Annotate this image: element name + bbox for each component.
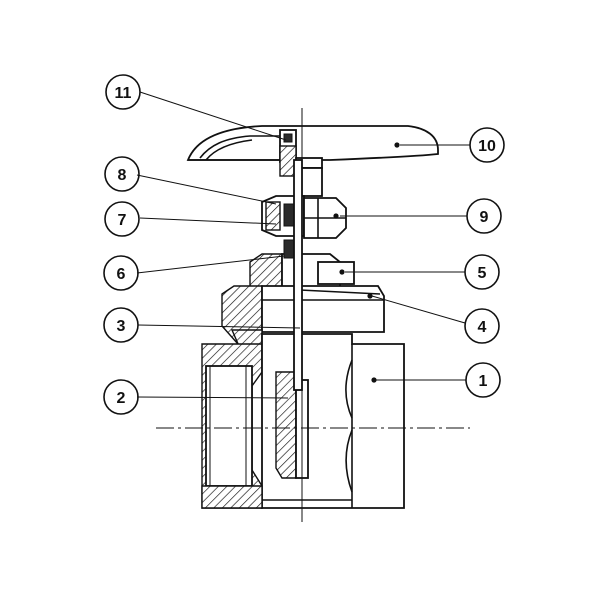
handwheel <box>186 125 439 161</box>
callout-label: 4 <box>478 319 487 336</box>
stem-top <box>279 129 323 197</box>
callout-10: 10 <box>469 127 505 163</box>
callout-3: 3 <box>103 307 139 343</box>
callout-8: 8 <box>104 156 140 192</box>
gland-nut <box>261 195 347 239</box>
callout-label: 8 <box>118 167 127 184</box>
callout-5: 5 <box>464 254 500 290</box>
body-upper <box>221 285 385 363</box>
callout-label: 2 <box>117 390 126 407</box>
callout-label: 5 <box>478 265 487 282</box>
stem <box>293 159 303 391</box>
callout-7: 7 <box>104 201 140 237</box>
gate-wedge <box>275 371 309 479</box>
leader-lines <box>136 91 470 399</box>
callout-1: 1 <box>465 362 501 398</box>
callout-9: 9 <box>466 198 502 234</box>
callout-4: 4 <box>464 308 500 344</box>
callout-label: 10 <box>478 138 496 155</box>
callout-11: 11 <box>105 74 141 110</box>
callout-label: 1 <box>479 373 488 390</box>
callout-label: 11 <box>115 85 132 102</box>
callout-6: 6 <box>103 255 139 291</box>
callout-label: 3 <box>117 318 126 335</box>
callout-label: 6 <box>117 266 126 283</box>
callout-label: 7 <box>118 212 127 229</box>
valve-drawing <box>156 108 470 522</box>
callout-2: 2 <box>103 379 139 415</box>
callout-label: 9 <box>480 209 489 226</box>
